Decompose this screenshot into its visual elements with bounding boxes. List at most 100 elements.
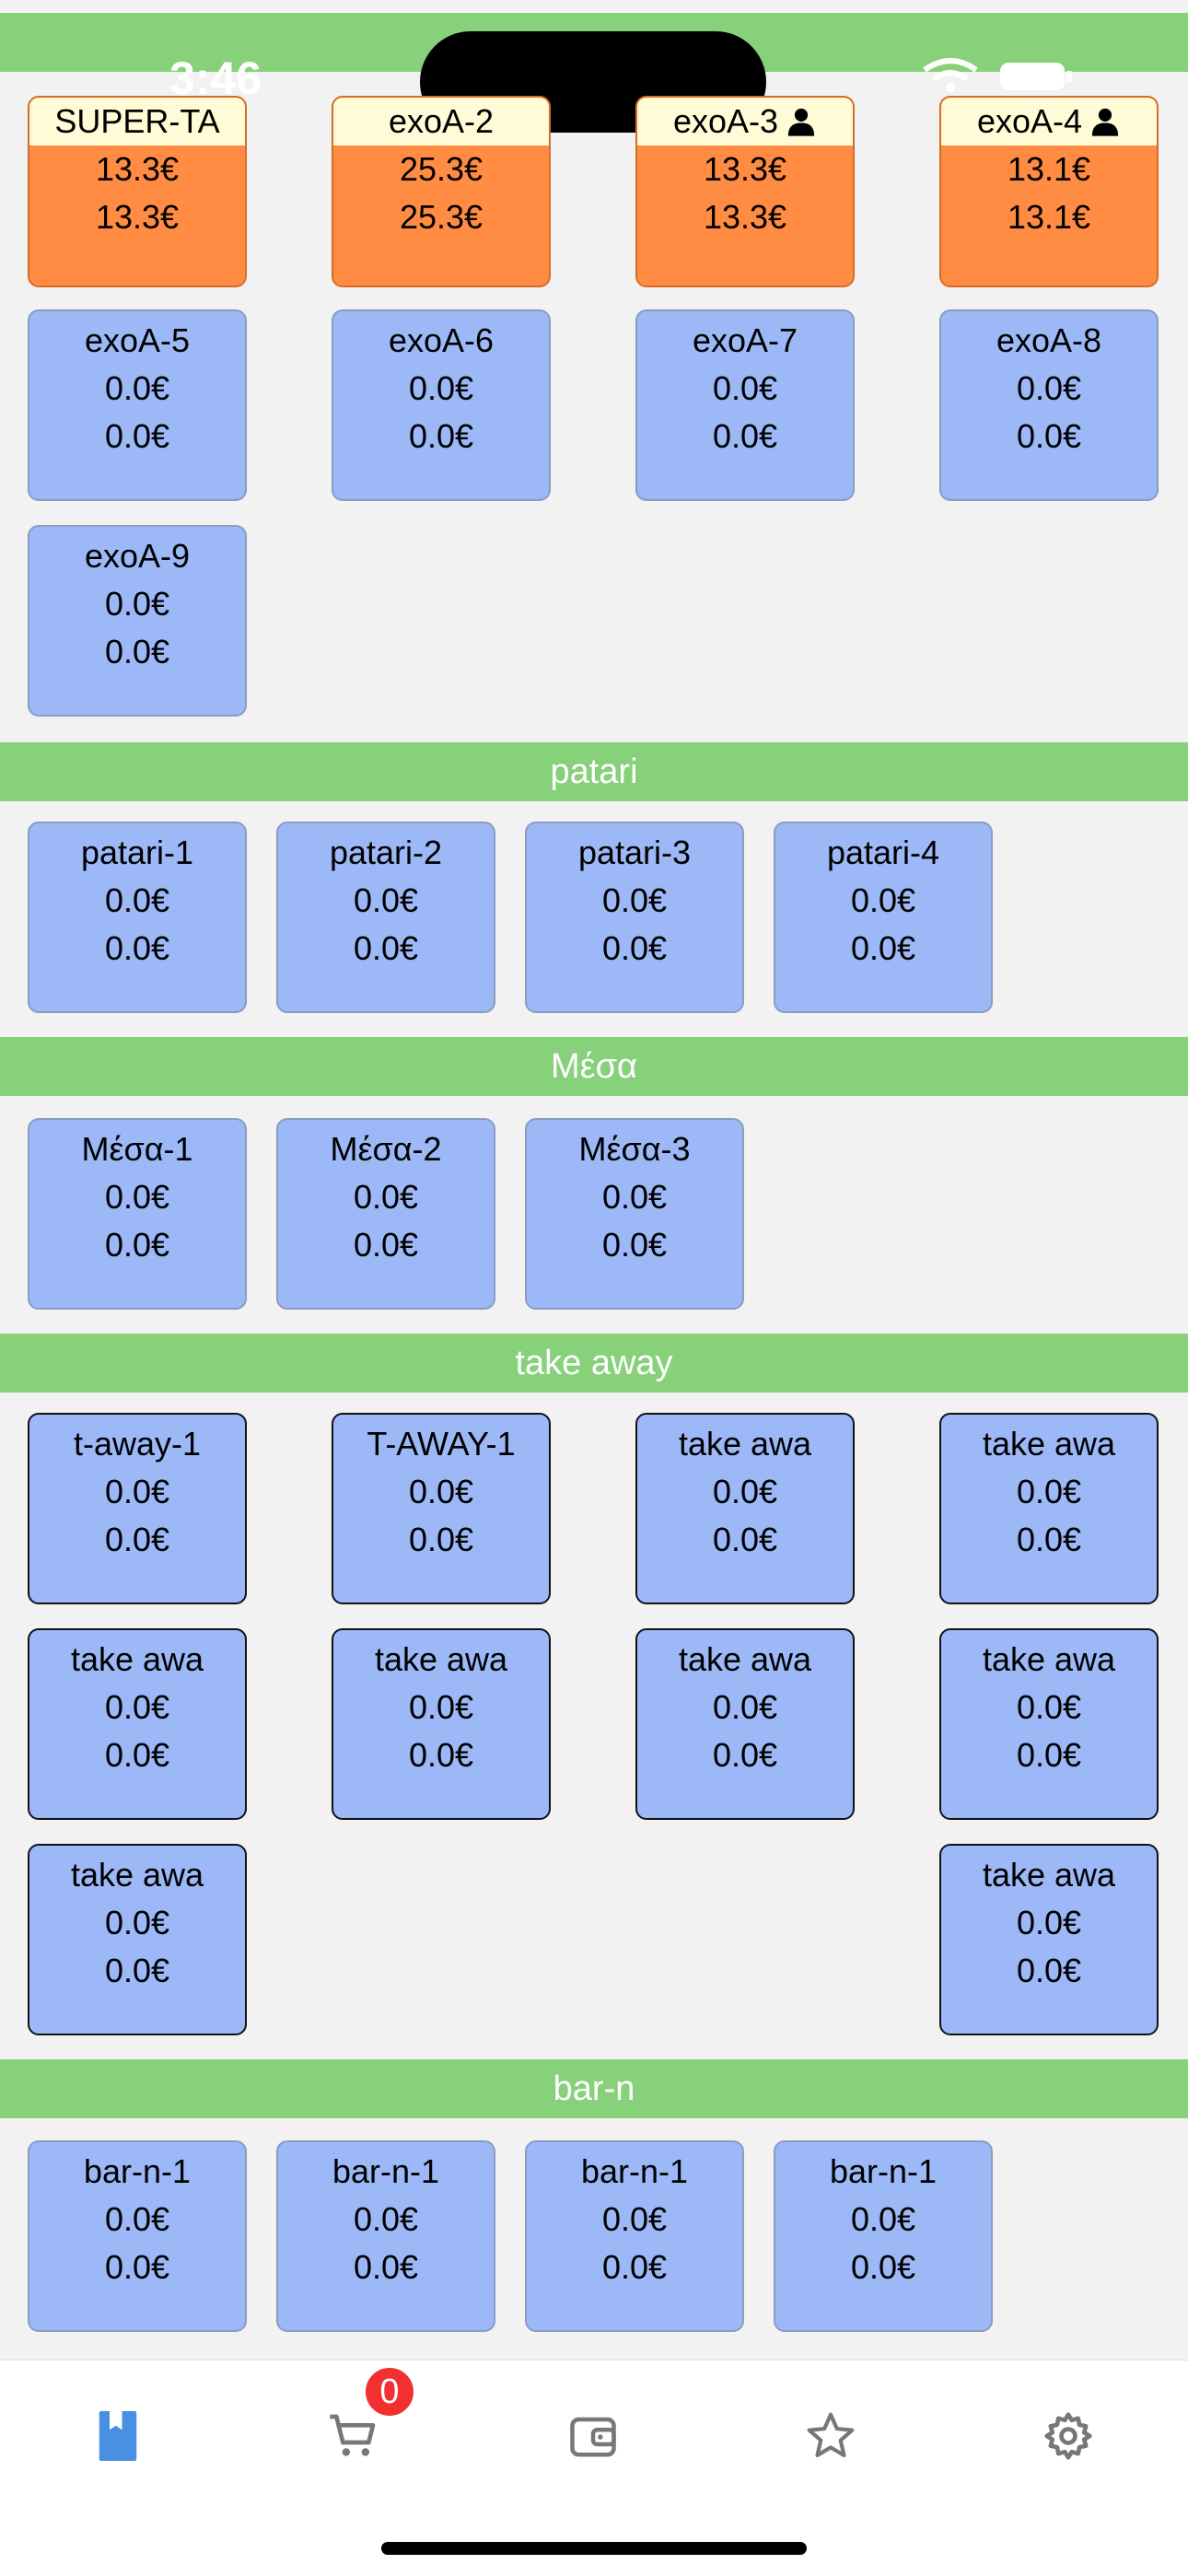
table-amount-total: 0.0€ [353, 2248, 419, 2286]
table-amount: 0.0€ [1016, 369, 1082, 407]
table-tile-exoa-1[interactable]: SUPER-TA 13.3€ 13.3€ [28, 96, 247, 287]
person-icon [787, 108, 815, 136]
table-amount-total: 0.0€ [104, 1226, 170, 1264]
table-tile-mesa-2[interactable]: Μέσα-2 0.0€ 0.0€ [276, 1118, 495, 1310]
table-tile-takeaway-7[interactable]: take awa 0.0€ 0.0€ [635, 1628, 855, 1820]
tab-favorites[interactable] [794, 2399, 868, 2473]
table-tile-exoa-4[interactable]: exoA-4 13.1€ 13.1€ [939, 96, 1159, 287]
status-icons [921, 57, 1077, 94]
table-amount: 0.0€ [353, 881, 419, 919]
table-name: bar-n-1 [580, 2152, 689, 2190]
table-tile-takeaway-3[interactable]: take awa 0.0€ 0.0€ [635, 1413, 855, 1604]
home-indicator[interactable] [381, 2542, 807, 2555]
table-name: exoA-7 [692, 321, 798, 359]
table-amount-total: 13.3€ [703, 198, 787, 236]
table-tile-barn-2[interactable]: bar-n-1 0.0€ 0.0€ [276, 2140, 495, 2332]
table-tile-exoa-8[interactable]: exoA-8 0.0€ 0.0€ [939, 309, 1159, 501]
table-tile-takeaway-1[interactable]: t-away-1 0.0€ 0.0€ [28, 1413, 247, 1604]
table-name: take awa [982, 1856, 1116, 1894]
table-tile-exoa-7[interactable]: exoA-7 0.0€ 0.0€ [635, 309, 855, 501]
table-amount-total: 0.0€ [408, 1736, 474, 1774]
table-amount-total: 0.0€ [353, 1226, 419, 1264]
table-amount: 0.0€ [104, 585, 170, 623]
table-tile-patari-3[interactable]: patari-3 0.0€ 0.0€ [525, 822, 744, 1013]
tab-cart[interactable] [317, 2399, 390, 2473]
table-tile-exoa-6[interactable]: exoA-6 0.0€ 0.0€ [332, 309, 551, 501]
table-tile-takeaway-8[interactable]: take awa 0.0€ 0.0€ [939, 1628, 1159, 1820]
table-name: exoA-6 [388, 321, 495, 359]
tab-settings[interactable] [1031, 2399, 1105, 2473]
table-tile-exoa-5[interactable]: exoA-5 0.0€ 0.0€ [28, 309, 247, 501]
table-amount-total: 0.0€ [601, 1226, 668, 1264]
table-amount: 0.0€ [353, 1178, 419, 1216]
table-name-row: exoA-4 [941, 98, 1157, 146]
table-name: T-AWAY-1 [367, 1425, 516, 1463]
table-amount: 0.0€ [408, 1473, 474, 1510]
table-amount: 0.0€ [712, 1688, 778, 1726]
table-tile-barn-3[interactable]: bar-n-1 0.0€ 0.0€ [525, 2140, 744, 2332]
table-tile-takeaway-6[interactable]: take awa 0.0€ 0.0€ [332, 1628, 551, 1820]
table-name: Μέσα-2 [330, 1130, 442, 1168]
table-amount: 13.3€ [703, 150, 787, 188]
table-tile-exoa-3[interactable]: exoA-3 13.3€ 13.3€ [635, 96, 855, 287]
table-tile-takeaway-9[interactable]: take awa 0.0€ 0.0€ [28, 1844, 247, 2035]
table-tile-exoa-2[interactable]: exoA-2 25.3€ 25.3€ [332, 96, 551, 287]
cart-icon [330, 2414, 376, 2456]
table-name: bar-n-1 [83, 2152, 192, 2190]
table-amount: 0.0€ [104, 1688, 170, 1726]
table-amount-total: 0.0€ [712, 1521, 778, 1558]
table-amount: 0.0€ [1016, 1473, 1082, 1510]
table-name: exoA-2 [333, 98, 549, 146]
table-name: take awa [678, 1425, 812, 1463]
table-amount: 0.0€ [104, 881, 170, 919]
table-tile-patari-2[interactable]: patari-2 0.0€ 0.0€ [276, 822, 495, 1013]
wifi-battery-icon [923, 58, 1072, 92]
tab-wallet[interactable] [556, 2399, 630, 2473]
table-name: take awa [70, 1856, 204, 1894]
table-amount: 0.0€ [712, 1473, 778, 1510]
table-amount-total: 25.3€ [399, 198, 483, 236]
table-amount-total: 0.0€ [353, 929, 419, 967]
table-amount-total: 0.0€ [408, 1521, 474, 1558]
table-amount-total: 0.0€ [601, 2248, 668, 2286]
table-tile-barn-4[interactable]: bar-n-1 0.0€ 0.0€ [774, 2140, 993, 2332]
section-header-bar-n: bar-n [0, 2059, 1188, 2118]
table-name: bar-n-1 [332, 2152, 440, 2190]
tab-tables[interactable] [81, 2399, 155, 2473]
section-header-mesa: Μέσα [0, 1037, 1188, 1096]
table-tile-takeaway-4[interactable]: take awa 0.0€ 0.0€ [939, 1413, 1159, 1604]
table-amount-total: 0.0€ [104, 1521, 170, 1558]
table-amount-total: 0.0€ [712, 1736, 778, 1774]
table-amount-total: 0.0€ [104, 417, 170, 455]
table-tile-barn-1[interactable]: bar-n-1 0.0€ 0.0€ [28, 2140, 247, 2332]
table-amount: 0.0€ [104, 1178, 170, 1216]
table-name: t-away-1 [73, 1425, 202, 1463]
table-amount: 25.3€ [399, 150, 483, 188]
table-amount-total: 13.3€ [95, 198, 180, 236]
table-amount-total: 0.0€ [104, 2248, 170, 2286]
table-tile-exoa-9[interactable]: exoA-9 0.0€ 0.0€ [28, 525, 247, 717]
table-tile-patari-1[interactable]: patari-1 0.0€ 0.0€ [28, 822, 247, 1013]
table-amount: 0.0€ [408, 369, 474, 407]
table-tile-patari-4[interactable]: patari-4 0.0€ 0.0€ [774, 822, 993, 1013]
gear-icon [1044, 2412, 1092, 2460]
table-tile-mesa-1[interactable]: Μέσα-1 0.0€ 0.0€ [28, 1118, 247, 1310]
table-name: SUPER-TA [29, 98, 245, 146]
table-name: bar-n-1 [829, 2152, 938, 2190]
table-amount-total: 0.0€ [601, 929, 668, 967]
table-name: exoA-9 [84, 537, 191, 575]
table-amount-total: 0.0€ [1016, 417, 1082, 455]
table-amount: 0.0€ [104, 2200, 170, 2238]
table-amount: 0.0€ [104, 1473, 170, 1510]
table-amount-total: 0.0€ [408, 417, 474, 455]
table-tile-takeaway-5[interactable]: take awa 0.0€ 0.0€ [28, 1628, 247, 1820]
table-name-row: exoA-3 [637, 98, 853, 146]
table-tile-takeaway-10[interactable]: take awa 0.0€ 0.0€ [939, 1844, 1159, 2035]
table-tile-takeaway-2[interactable]: T-AWAY-1 0.0€ 0.0€ [332, 1413, 551, 1604]
table-name: patari-2 [329, 833, 443, 871]
table-amount: 0.0€ [353, 2200, 419, 2238]
table-amount-total: 0.0€ [1016, 1952, 1082, 1989]
table-amount-total: 0.0€ [104, 633, 170, 670]
person-icon [1091, 108, 1119, 136]
table-tile-mesa-3[interactable]: Μέσα-3 0.0€ 0.0€ [525, 1118, 744, 1310]
